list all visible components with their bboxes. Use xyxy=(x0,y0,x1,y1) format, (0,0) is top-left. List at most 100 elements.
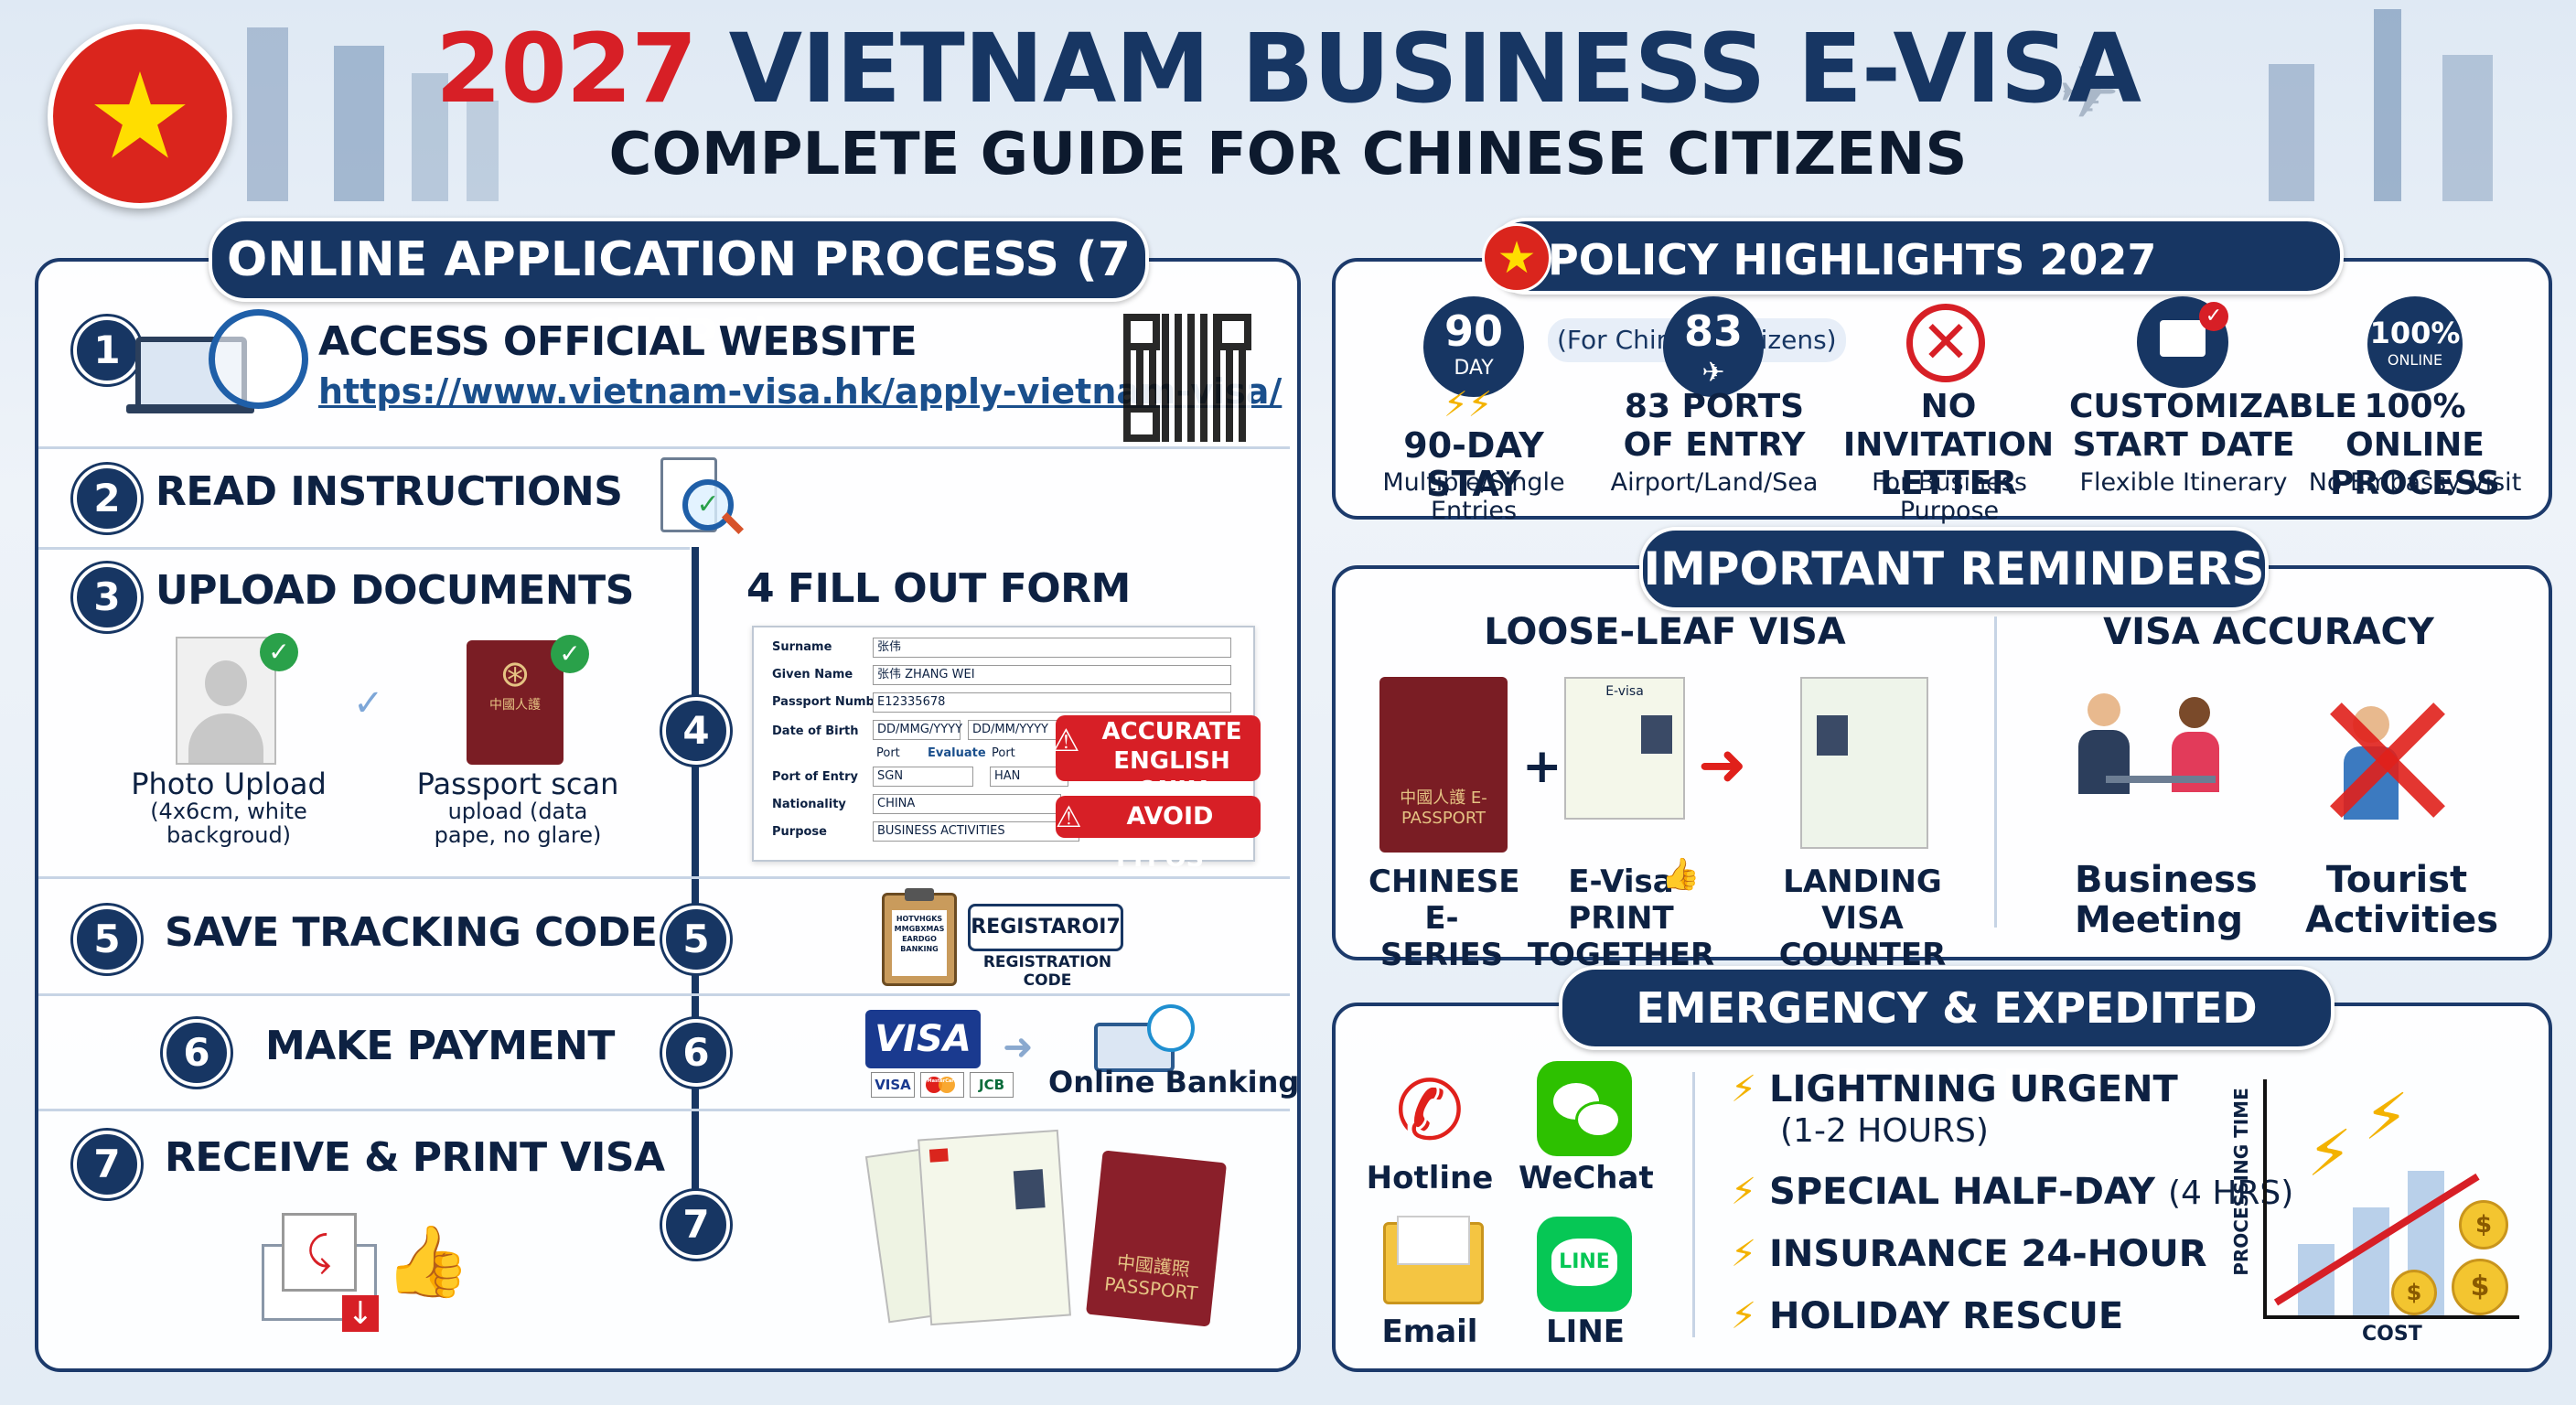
form-purpose-field[interactable]: BUSINESS ACTIVITIES xyxy=(873,821,1079,842)
thumbs-up-icon: 👍 xyxy=(384,1220,471,1302)
service-lightning-urgent: ⚡ LIGHTNING URGENT xyxy=(1731,1068,2178,1110)
form-dob-field-2[interactable]: DD/MM/YYYY xyxy=(968,720,1065,740)
chinese-e-series-label: CHINESE E-SERIES xyxy=(1368,863,1520,973)
form-surname-field[interactable]: 张伟 xyxy=(873,638,1231,658)
service-holiday-rescue: ⚡ HOLIDAY RESCUE xyxy=(1731,1295,2123,1337)
business-meeting-icon xyxy=(2069,684,2243,840)
divider-2 xyxy=(38,547,690,550)
subtitle: COMPLETE GUIDE FOR CHINESE CITIZENS xyxy=(608,121,1968,188)
hotline-label[interactable]: Hotline xyxy=(1366,1160,1494,1196)
photo-check-icon: ✓ xyxy=(260,633,298,671)
evisa-document-text: E-visa xyxy=(1605,684,1644,699)
lightning-icon: ⚡⚡ xyxy=(1444,384,1493,424)
x-axis-label: COST xyxy=(2362,1323,2422,1346)
landing-visa-document-icon xyxy=(1800,677,1928,849)
email-label[interactable]: Email xyxy=(1381,1314,1478,1350)
service-4-main: HOLIDAY RESCUE xyxy=(1769,1295,2124,1337)
policy-online-sub: No Embassy Visit xyxy=(2308,468,2522,497)
accurate-english-badge: ⚠ ACCURATE ENGLISH ONLY xyxy=(1052,715,1261,804)
emergency-panel xyxy=(1332,1003,2552,1372)
passport-scan-note: upload (data pape, no glare) xyxy=(434,799,602,848)
policy-90-day-title: 90-DAY STAY xyxy=(1403,425,1544,504)
customizable-date-icon xyxy=(2137,296,2228,388)
form-given-field[interactable]: 张伟 ZHANG WEI xyxy=(873,665,1231,685)
policy-ports-title: 83 PORTS OF ENTRY xyxy=(1623,388,1806,464)
step-5-number: 5 xyxy=(73,906,141,973)
form-nationality-field[interactable]: CHINA xyxy=(873,794,1061,814)
policy-panel xyxy=(1332,258,2552,520)
wechat-icon[interactable] xyxy=(1537,1061,1632,1156)
passport-scan-label: Passport scan xyxy=(416,767,619,801)
timeline-6: 6 xyxy=(662,1019,730,1087)
step-1-number: 1 xyxy=(73,316,141,384)
printed-visa-2 xyxy=(918,1129,1071,1326)
service-2-note: (4 HRS) xyxy=(2167,1174,2294,1212)
accurate-english-text: ACCURATE ENGLISH ONLY xyxy=(1101,718,1242,804)
vietnam-flag-small-icon: ★ xyxy=(1482,223,1551,293)
small-check-icon: ✓ xyxy=(353,682,384,724)
passport-icon: ⊛中國人護 xyxy=(467,640,564,765)
policy-no-invitation-title: NO INVITATION LETTER xyxy=(1842,388,2055,502)
form-dob-field-1[interactable]: DD/MMG/YYYY xyxy=(873,720,962,740)
form-entry-field-1[interactable]: SGN xyxy=(873,767,973,787)
ports-number: 83 xyxy=(1683,306,1743,356)
line-label[interactable]: LINE xyxy=(1546,1314,1625,1350)
timeline-4: 4 xyxy=(662,697,730,765)
landing-visa-counter-label: LANDING VISA COUNTER xyxy=(1778,863,1947,973)
clipboard-text: HOTVHGKS MMGBXMAS EARDGO BANKING xyxy=(892,910,947,976)
city-skyline-left xyxy=(137,18,521,201)
plane-icon: ✈ xyxy=(1701,357,1725,389)
service-3-main: INSURANCE 24-HOUR xyxy=(1769,1233,2207,1275)
clipboard-icon: HOTVHGKS MMGBXMAS EARDGO BANKING xyxy=(882,888,957,986)
form-surname-label: Surname xyxy=(772,640,832,654)
policy-90-day-sub: Multiple/Single Entries xyxy=(1382,468,1565,525)
emergency-divider xyxy=(1692,1072,1695,1337)
visa-card[interactable]: VISA xyxy=(865,1010,981,1068)
line-app-icon[interactable]: LINE xyxy=(1537,1217,1632,1312)
tourist-crossed-icon xyxy=(2314,688,2445,842)
form-port-label-1: Port xyxy=(876,746,900,760)
divider-3 xyxy=(38,876,1290,879)
evisa-document-icon: E-visa xyxy=(1564,677,1685,820)
ninety-day-number: 90 xyxy=(1444,306,1503,356)
hotline-phone-icon[interactable]: ✆ xyxy=(1395,1063,1465,1159)
business-meeting-label: Business Meeting xyxy=(2075,859,2258,941)
wechat-label[interactable]: WeChat xyxy=(1519,1160,1654,1196)
laptop-globe-icon xyxy=(126,309,308,419)
email-envelope-icon[interactable] xyxy=(1383,1216,1484,1304)
reminders-divider xyxy=(1994,617,1997,928)
form-passport-field[interactable]: E12335678 xyxy=(873,692,1231,713)
lightning-icon: ⚡ xyxy=(2307,1116,2353,1191)
form-entry-label: Port of Entry xyxy=(772,770,858,784)
step-6-label: MAKE PAYMENT xyxy=(265,1023,615,1069)
policy-heading: POLICY HIGHLIGHTS 2027 xyxy=(1548,235,2157,284)
qr-code[interactable] xyxy=(1123,314,1251,442)
service-insurance: ⚡ INSURANCE 24-HOUR xyxy=(1731,1233,2207,1275)
step-7-number: 7 xyxy=(73,1131,141,1198)
online-process-icon: 100% ONLINE xyxy=(2367,296,2463,391)
online-banking-label: Online Banking xyxy=(1048,1065,1300,1099)
y-axis-label: PROCESSING TIME xyxy=(2230,1088,2252,1276)
chinese-passport-icon: 中國人護 E-PASSPORT xyxy=(1379,677,1508,853)
mini-visa-card: VISA xyxy=(871,1072,915,1098)
main-title: 2027 VIETNAM BUSINESS E-VISA xyxy=(0,13,2576,124)
red-arrow-icon: ➜ xyxy=(1698,732,1747,799)
step-4-label: 4 FILL OUT FORM xyxy=(746,565,1131,612)
plus-icon: + xyxy=(1522,739,1562,794)
step-2-number: 2 xyxy=(73,465,141,532)
service-1-main: LIGHTNING URGENT xyxy=(1769,1068,2178,1110)
policy-heading-pill: POLICY HIGHLIGHTS 2027 (For Chinese Citi… xyxy=(1489,218,2344,362)
registration-code-box[interactable]: REGISTAROI7 xyxy=(968,904,1123,951)
lightning-icon: ⚡ xyxy=(1731,1171,1770,1213)
title-main: VIETNAM BUSINESS E-VISA xyxy=(728,13,2141,124)
visa-accuracy-title: VISA ACCURACY xyxy=(2103,611,2434,653)
step-1-label: ACCESS OFFICIAL WEBSITE xyxy=(318,318,918,365)
online-percent: 100% xyxy=(2369,316,2461,350)
form-dob-label: Date of Birth xyxy=(772,724,859,738)
loose-leaf-title: LOOSE-LEAF VISA xyxy=(1484,611,1846,653)
form-entry-field-2[interactable]: HAN xyxy=(990,767,1068,787)
ninety-day-unit: DAY xyxy=(1454,357,1494,380)
emergency-heading: EMERGENCY & EXPEDITED SERVICES xyxy=(1559,966,2334,1110)
form-passport-label: Passport Number xyxy=(772,695,889,709)
official-website-link[interactable]: https://www.vietnam-visa.hk/apply-vietna… xyxy=(318,371,1283,412)
